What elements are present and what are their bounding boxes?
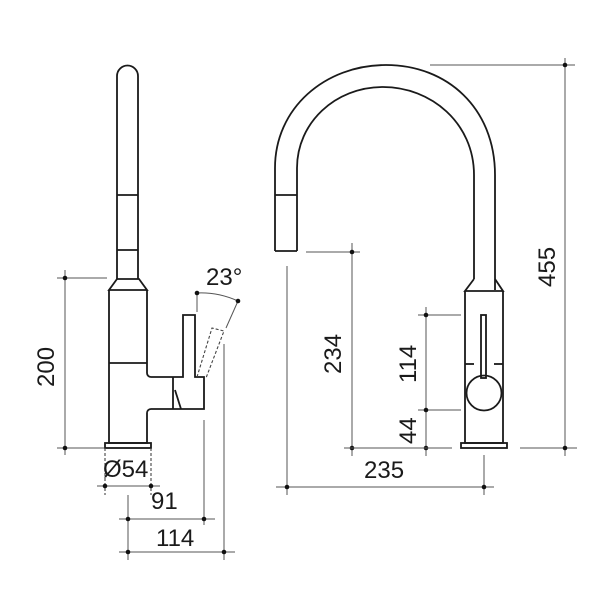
dim-dot xyxy=(423,312,429,318)
dim-dot xyxy=(62,445,68,451)
dim-dot xyxy=(562,445,568,451)
angle-arc xyxy=(196,292,239,302)
lever-projection-label: 91 xyxy=(151,488,178,515)
base-diameter-label: Ø54 xyxy=(103,456,148,483)
total-depth-label: 114 xyxy=(156,525,194,552)
dim-dot xyxy=(125,549,131,555)
body-height-label: 200 xyxy=(33,347,60,387)
front-view: 455 234 114 44 235 xyxy=(274,58,577,495)
side-cartridge-line-2 xyxy=(174,389,182,410)
dim-dot xyxy=(194,290,200,296)
side-view: 23° 200 Ø54 91 114 xyxy=(33,64,242,560)
spout-clearance-label: 234 xyxy=(320,334,347,374)
side-collar xyxy=(107,278,149,291)
lever-base-height-label: 44 xyxy=(395,417,422,444)
dim-dot xyxy=(349,249,355,255)
front-lever-handle xyxy=(480,314,487,379)
side-lever-rotated-dashed xyxy=(196,327,225,379)
dim-dot xyxy=(284,484,290,490)
overall-height-label: 455 xyxy=(534,247,561,287)
dim-dot xyxy=(481,484,487,490)
dim-dot xyxy=(562,62,568,68)
dim-dot xyxy=(125,516,131,522)
dim-dot xyxy=(221,549,227,555)
front-collar xyxy=(463,278,505,292)
dim-dot xyxy=(235,298,241,304)
dim-dot xyxy=(102,483,108,489)
spout-reach-label: 235 xyxy=(364,457,404,484)
front-body xyxy=(464,291,504,444)
dim-dot xyxy=(62,275,68,281)
side-body xyxy=(108,290,205,444)
side-base-plate xyxy=(104,442,152,449)
lever-length-label: 114 xyxy=(395,345,422,383)
front-lever-knob xyxy=(465,374,503,412)
dim-dot xyxy=(423,407,429,413)
dim-dot xyxy=(148,483,154,489)
side-spout-tube xyxy=(116,64,139,279)
front-spout-outer xyxy=(274,64,496,290)
angle-ext-line-2 xyxy=(225,300,239,329)
front-spout-inner xyxy=(296,86,475,279)
front-base-plate xyxy=(460,442,508,449)
lever-angle-label: 23° xyxy=(206,264,242,291)
dim-dot xyxy=(201,516,207,522)
